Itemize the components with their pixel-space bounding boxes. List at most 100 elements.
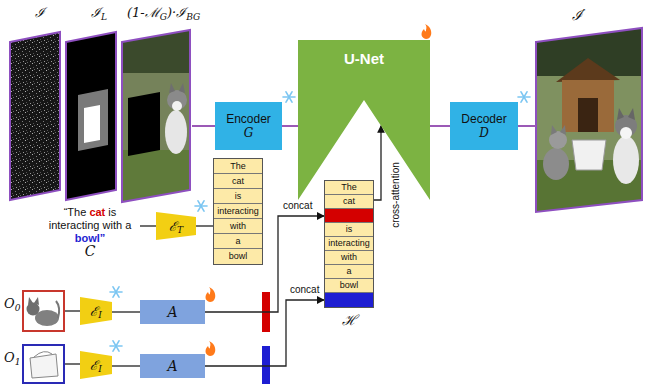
token-cell: with bbox=[214, 219, 262, 234]
node-label: Encoder bbox=[226, 112, 271, 126]
shape-fill bbox=[80, 351, 112, 379]
adapter-box: A bbox=[140, 354, 205, 378]
generated-image bbox=[620, 127, 632, 139]
heading-holder: ℋ bbox=[325, 310, 373, 329]
encoder-box: EncoderG bbox=[215, 102, 282, 150]
node-label: cat bbox=[343, 196, 355, 206]
masked-background-photo bbox=[165, 110, 187, 154]
prompt-text: “The cat is interacting with a bowl”C bbox=[40, 203, 140, 262]
generated-image bbox=[562, 80, 614, 132]
node-label: U-Net bbox=[344, 50, 384, 67]
image-encoder: ℰI bbox=[80, 351, 112, 379]
token-cell: a bbox=[325, 265, 373, 279]
node-label: The bbox=[230, 161, 246, 171]
adapter-box: A bbox=[140, 300, 205, 324]
shape-fill bbox=[156, 212, 196, 240]
object-token bbox=[325, 293, 373, 307]
label-group: ℐ bbox=[35, 3, 45, 21]
label-group: O0 bbox=[4, 296, 20, 313]
layout-mask bbox=[78, 89, 108, 151]
edge-label-holder: cross-attention bbox=[385, 161, 403, 229]
masked-background-photo bbox=[128, 92, 160, 156]
node-label: bowl bbox=[229, 251, 248, 261]
math-symbol: (1-ℳ bbox=[127, 5, 160, 20]
connector bbox=[112, 311, 140, 312]
node-label: interacting bbox=[217, 206, 259, 216]
node-label: a bbox=[235, 236, 240, 246]
connector bbox=[140, 225, 156, 226]
node-label: is bbox=[235, 191, 242, 201]
node-label: bowl bbox=[340, 280, 359, 290]
text-stack: U-Net bbox=[344, 50, 384, 67]
object-image: O0 bbox=[22, 290, 65, 332]
bowl-object-image bbox=[34, 352, 52, 357]
prompt-word: is bbox=[108, 206, 116, 218]
word-space bbox=[86, 206, 89, 218]
subscript: G bbox=[160, 12, 167, 22]
generated-image bbox=[534, 26, 644, 216]
decoder-box: DecoderD bbox=[450, 102, 518, 150]
subscript: 1 bbox=[15, 357, 21, 367]
generated-image bbox=[543, 148, 569, 180]
layout-mask bbox=[66, 32, 116, 200]
object-feature-bar bbox=[262, 346, 270, 384]
token-column: Thecatisinteractingwithabowl bbox=[213, 158, 263, 265]
text-line: ℰI bbox=[90, 356, 102, 375]
masked-background-photo bbox=[122, 30, 190, 202]
connector bbox=[196, 225, 213, 226]
math-symbol: ℐ bbox=[91, 5, 101, 20]
layout-mask bbox=[84, 105, 100, 143]
prompt-word: bowl” bbox=[75, 232, 106, 244]
frozen-icon bbox=[283, 92, 295, 102]
token-cell: bowl bbox=[325, 279, 373, 293]
text-line: G bbox=[226, 126, 271, 140]
math-symbol: O bbox=[4, 350, 15, 365]
subscript: I bbox=[98, 310, 102, 320]
token-cell: bowl bbox=[214, 249, 262, 264]
connector bbox=[430, 125, 450, 127]
token-cell: is bbox=[325, 223, 373, 237]
math-symbol: A bbox=[167, 304, 177, 320]
trainable-icon bbox=[206, 24, 432, 356]
math-symbol: ℰ bbox=[90, 304, 98, 319]
text-line: ℰT bbox=[169, 217, 183, 236]
edge-label-holder: concat bbox=[289, 279, 320, 297]
text-line: U-Net bbox=[344, 50, 384, 67]
layout-mask bbox=[66, 32, 116, 200]
token-cell: The bbox=[325, 181, 373, 195]
frozen-icon bbox=[110, 341, 122, 351]
frozen-icon bbox=[195, 201, 207, 211]
input-image-stack: ℐℐL(1-ℳG)·ℐBG bbox=[5, 3, 192, 208]
label-group: O1 bbox=[4, 350, 20, 367]
edge-label: concat bbox=[282, 200, 313, 212]
label-group: ℐ′ bbox=[572, 5, 585, 24]
cat-object-image bbox=[56, 301, 59, 318]
prompt-word: cat bbox=[89, 206, 105, 218]
word-space bbox=[99, 219, 102, 231]
math-symbol: ℰ bbox=[169, 219, 177, 234]
token-cell: The bbox=[214, 159, 262, 174]
noise-image bbox=[10, 32, 60, 200]
word-space bbox=[122, 219, 125, 231]
generated-image bbox=[578, 98, 598, 132]
node-label: a bbox=[346, 266, 351, 276]
masked-background-photo bbox=[120, 28, 192, 204]
math-symbol: G bbox=[244, 126, 254, 140]
math-symbol: O bbox=[4, 296, 15, 311]
cat-object-image bbox=[34, 297, 39, 305]
token-cell: a bbox=[214, 234, 262, 249]
masked-background-photo bbox=[120, 28, 192, 204]
generated-image bbox=[617, 108, 624, 120]
object-image: O1 bbox=[22, 344, 65, 384]
word-space bbox=[105, 206, 108, 218]
node-label: Decoder bbox=[461, 112, 506, 126]
math-symbol: ℰ bbox=[90, 358, 98, 373]
prompt-word: “The bbox=[64, 206, 87, 218]
trainable-icon bbox=[206, 287, 216, 302]
shape-fill bbox=[298, 40, 430, 200]
masked-background-photo bbox=[179, 83, 185, 93]
node-label: “The cat is interacting with a bowl” bbox=[49, 206, 132, 244]
generated-image bbox=[560, 125, 566, 135]
generated-image bbox=[534, 26, 644, 216]
